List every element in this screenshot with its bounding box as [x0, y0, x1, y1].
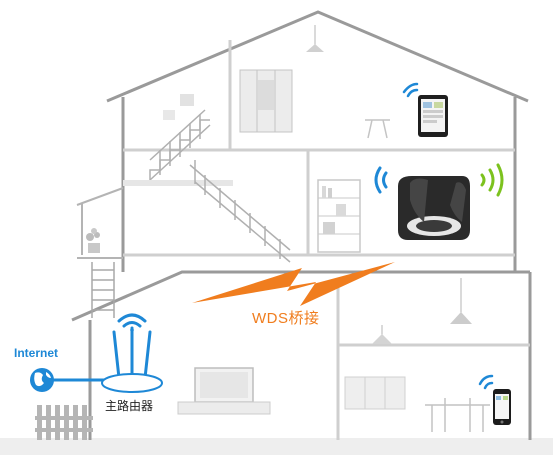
main-router-label: 主路由器: [105, 399, 154, 413]
ground: [0, 438, 553, 455]
wifi-icon: [480, 163, 504, 197]
pendant-lamp-top: [306, 25, 324, 52]
wall-frame: [163, 110, 175, 120]
globe-icon: [30, 368, 54, 392]
tablet-icon: [418, 95, 448, 137]
wifi-icon: [374, 166, 388, 194]
wifi-icon: [402, 82, 419, 98]
bookshelf: [317, 179, 361, 253]
pendant-lamp-lower-right: [450, 278, 472, 324]
dining-table: [425, 398, 490, 432]
fence: [35, 405, 93, 440]
internet-label: Internet: [14, 346, 59, 360]
pendant-lamp-lower-mid: [372, 325, 392, 344]
wifi-icon: [117, 313, 147, 332]
wall-frame: [180, 94, 194, 106]
speaker-icon: [398, 176, 470, 240]
wds-bridge-label: WDS桥接: [252, 310, 320, 327]
left-annex: [76, 187, 124, 259]
middle-staircase: [189, 160, 291, 263]
lightning-icon: [192, 262, 395, 306]
wardrobe: [239, 69, 293, 133]
phone-icon: [493, 389, 511, 425]
router-icon: [101, 326, 163, 393]
plant: [86, 228, 100, 253]
kitchen: [344, 376, 406, 410]
wifi-icon: [478, 374, 494, 390]
house-floors: [123, 40, 515, 257]
left-ladder: [91, 262, 115, 318]
tv-set: [177, 367, 271, 415]
lower-house-walls: [336, 280, 530, 440]
side-table: [365, 119, 390, 139]
upper-staircase: [123, 109, 233, 186]
